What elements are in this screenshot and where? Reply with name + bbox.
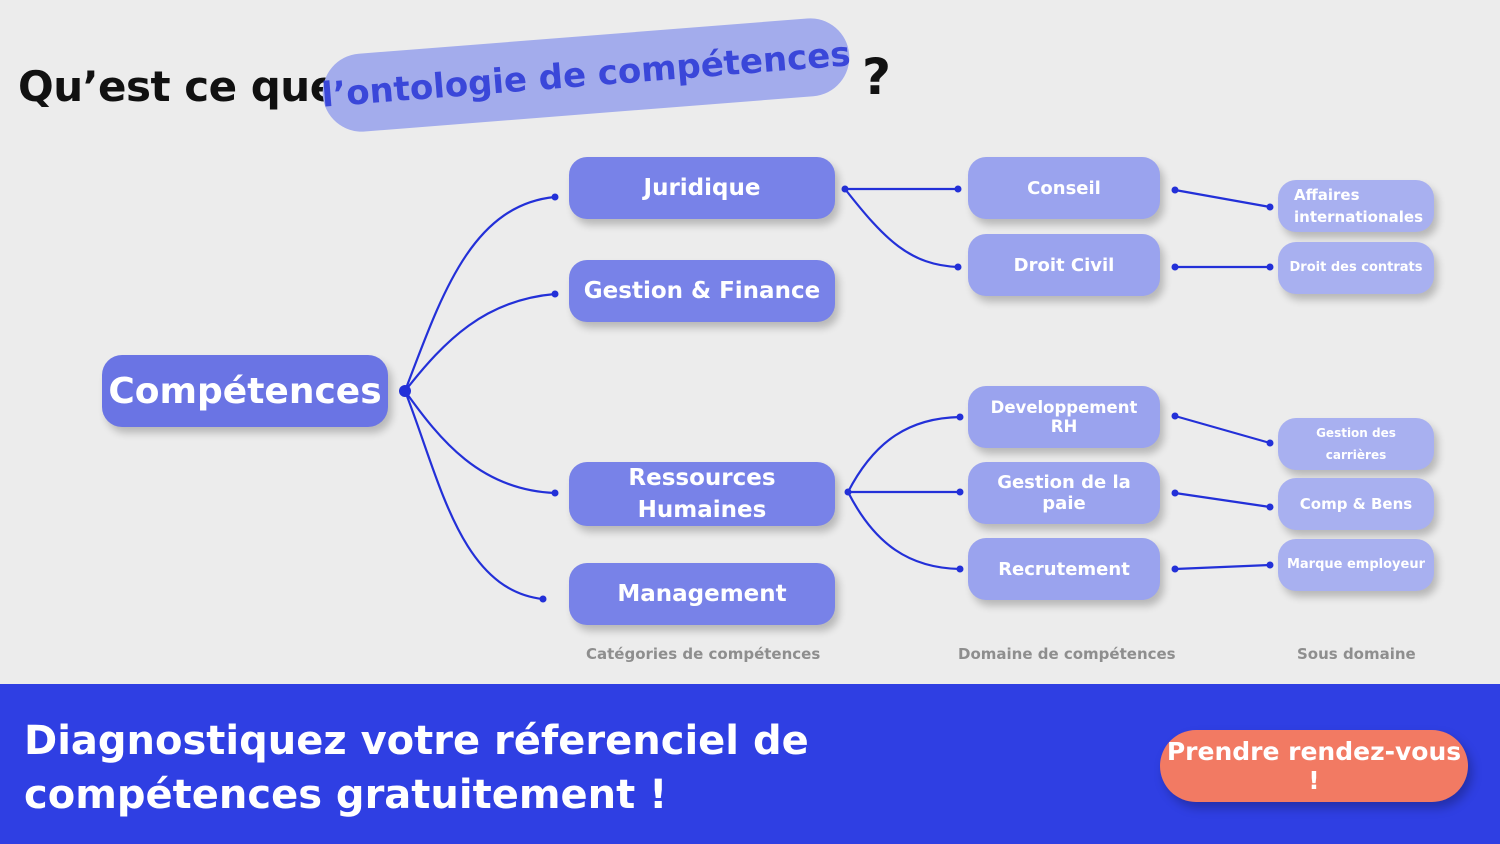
link-dot bbox=[844, 488, 852, 496]
link-dot bbox=[551, 290, 559, 298]
link-dot bbox=[956, 488, 964, 496]
link-conseil-affaires bbox=[1174, 188, 1271, 209]
node-label: Ressources Humaines bbox=[628, 465, 776, 523]
link-dot bbox=[1171, 489, 1179, 497]
link-dot bbox=[1171, 565, 1179, 573]
link-dot bbox=[1171, 186, 1179, 194]
link-dot bbox=[1171, 412, 1179, 420]
link-dot bbox=[954, 263, 962, 271]
link-recrutement-marque bbox=[1174, 563, 1271, 571]
title-prefix: Qu’est ce que bbox=[18, 62, 338, 111]
link-dot bbox=[1171, 263, 1179, 271]
title-question-mark: ? bbox=[862, 48, 892, 106]
connector-lines bbox=[399, 185, 1274, 603]
link-root-management bbox=[403, 390, 544, 601]
link-root-gestion-finance bbox=[404, 292, 556, 392]
link-developpement-carrieres bbox=[1174, 414, 1271, 445]
book-appointment-button[interactable]: Prendre rendez-vous ! bbox=[1160, 730, 1468, 802]
link-dot bbox=[1266, 503, 1274, 511]
link-dot bbox=[539, 595, 547, 603]
link-paie-comp-bens bbox=[1174, 491, 1271, 509]
link-dot bbox=[1266, 561, 1274, 569]
node-category-management: Management bbox=[569, 563, 835, 625]
node-domain-recrutement: Recrutement bbox=[968, 538, 1160, 600]
node-domain-droit-civil: Droit Civil bbox=[968, 234, 1160, 296]
link-root-juridique bbox=[403, 195, 556, 392]
column-label-domains: Domaine de compétences bbox=[958, 645, 1176, 663]
banner-headline: Diagnostiquez votre réferenciel de compé… bbox=[24, 718, 809, 818]
cta-banner: Diagnostiquez votre réferenciel de compé… bbox=[0, 684, 1500, 844]
node-category-gestion-finance: Gestion & Finance bbox=[569, 260, 835, 322]
node-category-juridique: Juridique bbox=[569, 157, 835, 219]
link-dot bbox=[399, 385, 411, 397]
node-subdomain-gestion-carrieres: Gestion des carrières bbox=[1278, 418, 1434, 470]
link-dot bbox=[954, 185, 962, 193]
node-root-competences: Compétences bbox=[102, 355, 388, 427]
node-domain-conseil: Conseil bbox=[968, 157, 1160, 219]
link-dot bbox=[1266, 439, 1274, 447]
link-dot bbox=[1266, 263, 1274, 271]
node-domain-developpement-rh: Developpement RH bbox=[968, 386, 1160, 448]
link-juridique-droit-civil bbox=[844, 188, 959, 269]
node-category-ressources-humaines: Ressources Humaines bbox=[569, 462, 835, 526]
node-domain-gestion-paie: Gestion de la paie bbox=[968, 462, 1160, 524]
column-label-subdomains: Sous domaine bbox=[1297, 645, 1416, 663]
link-dot bbox=[956, 413, 964, 421]
link-dot bbox=[956, 565, 964, 573]
node-subdomain-affaires-internationales: Affaires internationales bbox=[1278, 180, 1434, 232]
link-dot bbox=[841, 185, 849, 193]
ontology-diagram: Qu’est ce que l’ontologie de compétences… bbox=[18, 15, 1434, 663]
link-dot bbox=[551, 489, 559, 497]
link-dot bbox=[1266, 203, 1274, 211]
link-dot bbox=[551, 193, 559, 201]
column-label-categories: Catégories de compétences bbox=[586, 645, 821, 663]
link-root-ressources-humaines bbox=[404, 390, 556, 495]
link-rh-recrutement bbox=[847, 491, 961, 571]
node-subdomain-droit-contrats: Droit des contrats bbox=[1278, 242, 1434, 294]
node-subdomain-marque-employeur: Marque employeur bbox=[1278, 539, 1434, 591]
link-rh-developpement bbox=[847, 415, 961, 493]
node-subdomain-comp-bens: Comp & Bens bbox=[1278, 478, 1434, 530]
